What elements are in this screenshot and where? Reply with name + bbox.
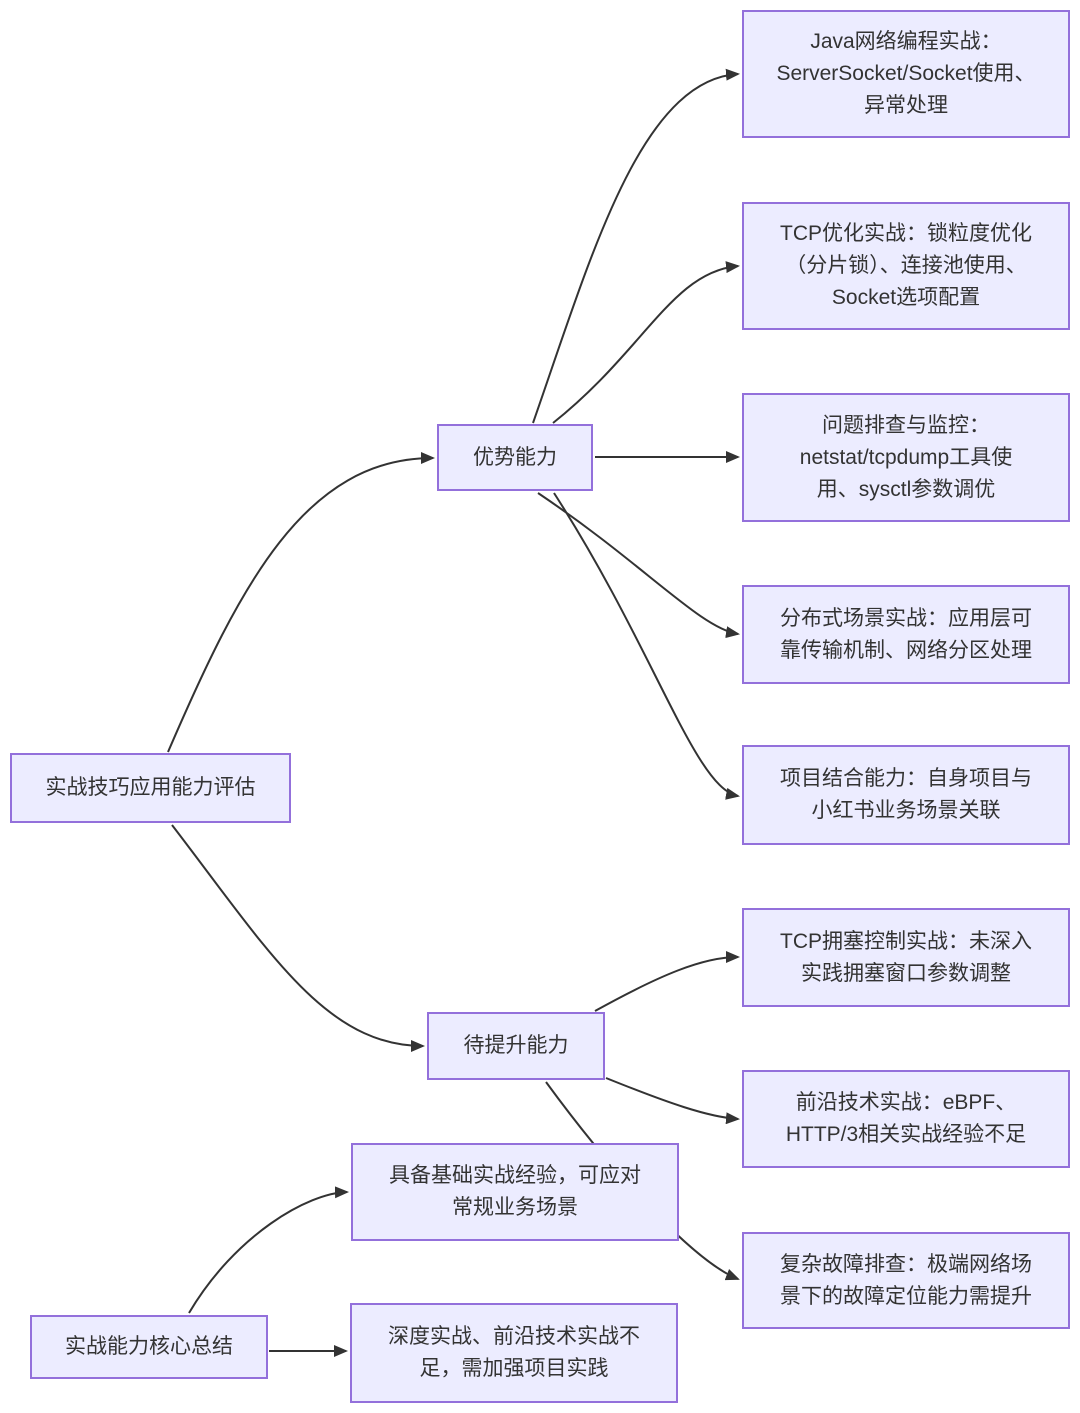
node-label: 前沿技术实战：eBPF、 HTTP/3相关实战经验不足 — [785, 1091, 1027, 1146]
edge-eval-improve — [171, 824, 425, 1052]
node-distributed-scenarios: 分布式场景实战：应用层可 靠传输机制、网络分区处理 — [742, 585, 1070, 684]
node-abilities-to-improve: 待提升能力 — [427, 1012, 605, 1080]
edge-strength-project — [553, 492, 740, 800]
node-label: TCP优化实战：锁粒度优化 （分片锁）、连接池使用、 Socket选项配置 — [780, 222, 1032, 309]
node-complex-fault-diagnosis: 复杂故障排查：极端网络场 景下的故障定位能力需提升 — [742, 1232, 1070, 1329]
node-core-summary: 实战能力核心总结 — [30, 1315, 268, 1379]
edge-summary-basic — [188, 1186, 349, 1314]
node-label: 实战能力核心总结 — [65, 1335, 233, 1358]
node-frontier-technology: 前沿技术实战：eBPF、 HTTP/3相关实战经验不足 — [742, 1070, 1070, 1168]
node-practical-skill-evaluation: 实战技巧应用能力评估 — [10, 753, 291, 823]
node-strength-abilities: 优势能力 — [437, 424, 593, 491]
node-tcp-optimization: TCP优化实战：锁粒度优化 （分片锁）、连接池使用、 Socket选项配置 — [742, 202, 1070, 330]
node-depth-practice-gap: 深度实战、前沿技术实战不 足，需加强项目实践 — [350, 1303, 678, 1403]
node-label: 具备基础实战经验，可应对 常规业务场景 — [389, 1164, 641, 1219]
node-label: 实战技巧应用能力评估 — [45, 776, 256, 799]
edge-improve-congestion — [594, 951, 740, 1012]
node-label: 分布式场景实战：应用层可 靠传输机制、网络分区处理 — [780, 606, 1032, 662]
node-label: 优势能力 — [473, 445, 557, 469]
node-label: 项目结合能力：自身项目与 小红书业务场景关联 — [780, 767, 1032, 822]
edge-strength-dist — [537, 492, 740, 639]
node-tcp-congestion-control: TCP拥塞控制实战：未深入 实践拥塞窗口参数调整 — [742, 908, 1070, 1007]
node-basic-experience: 具备基础实战经验，可应对 常规业务场景 — [351, 1143, 679, 1241]
edge-eval-strength — [167, 452, 435, 753]
node-java-network-programming: Java网络编程实战： ServerSocket/Socket使用、 异常处理 — [742, 10, 1070, 138]
edge-improve-frontier — [605, 1077, 740, 1125]
node-label: TCP拥塞控制实战：未深入 实践拥塞窗口参数调整 — [780, 929, 1032, 985]
node-project-integration: 项目结合能力：自身项目与 小红书业务场景关联 — [742, 745, 1070, 845]
edge-strength-tcpopt — [552, 261, 740, 424]
node-label: Java网络编程实战： ServerSocket/Socket使用、 异常处理 — [776, 30, 1036, 117]
node-label: 复杂故障排查：极端网络场 景下的故障定位能力需提升 — [780, 1252, 1032, 1308]
edge-strength-java — [532, 68, 740, 424]
node-label: 待提升能力 — [463, 1034, 569, 1057]
node-label: 深度实战、前沿技术实战不 足，需加强项目实践 — [388, 1325, 640, 1380]
node-label: 问题排查与监控： netstat/tcpdump工具使 用、sysctl参数调优 — [799, 413, 1013, 501]
node-troubleshooting-monitoring: 问题排查与监控： netstat/tcpdump工具使 用、sysctl参数调优 — [742, 393, 1070, 522]
